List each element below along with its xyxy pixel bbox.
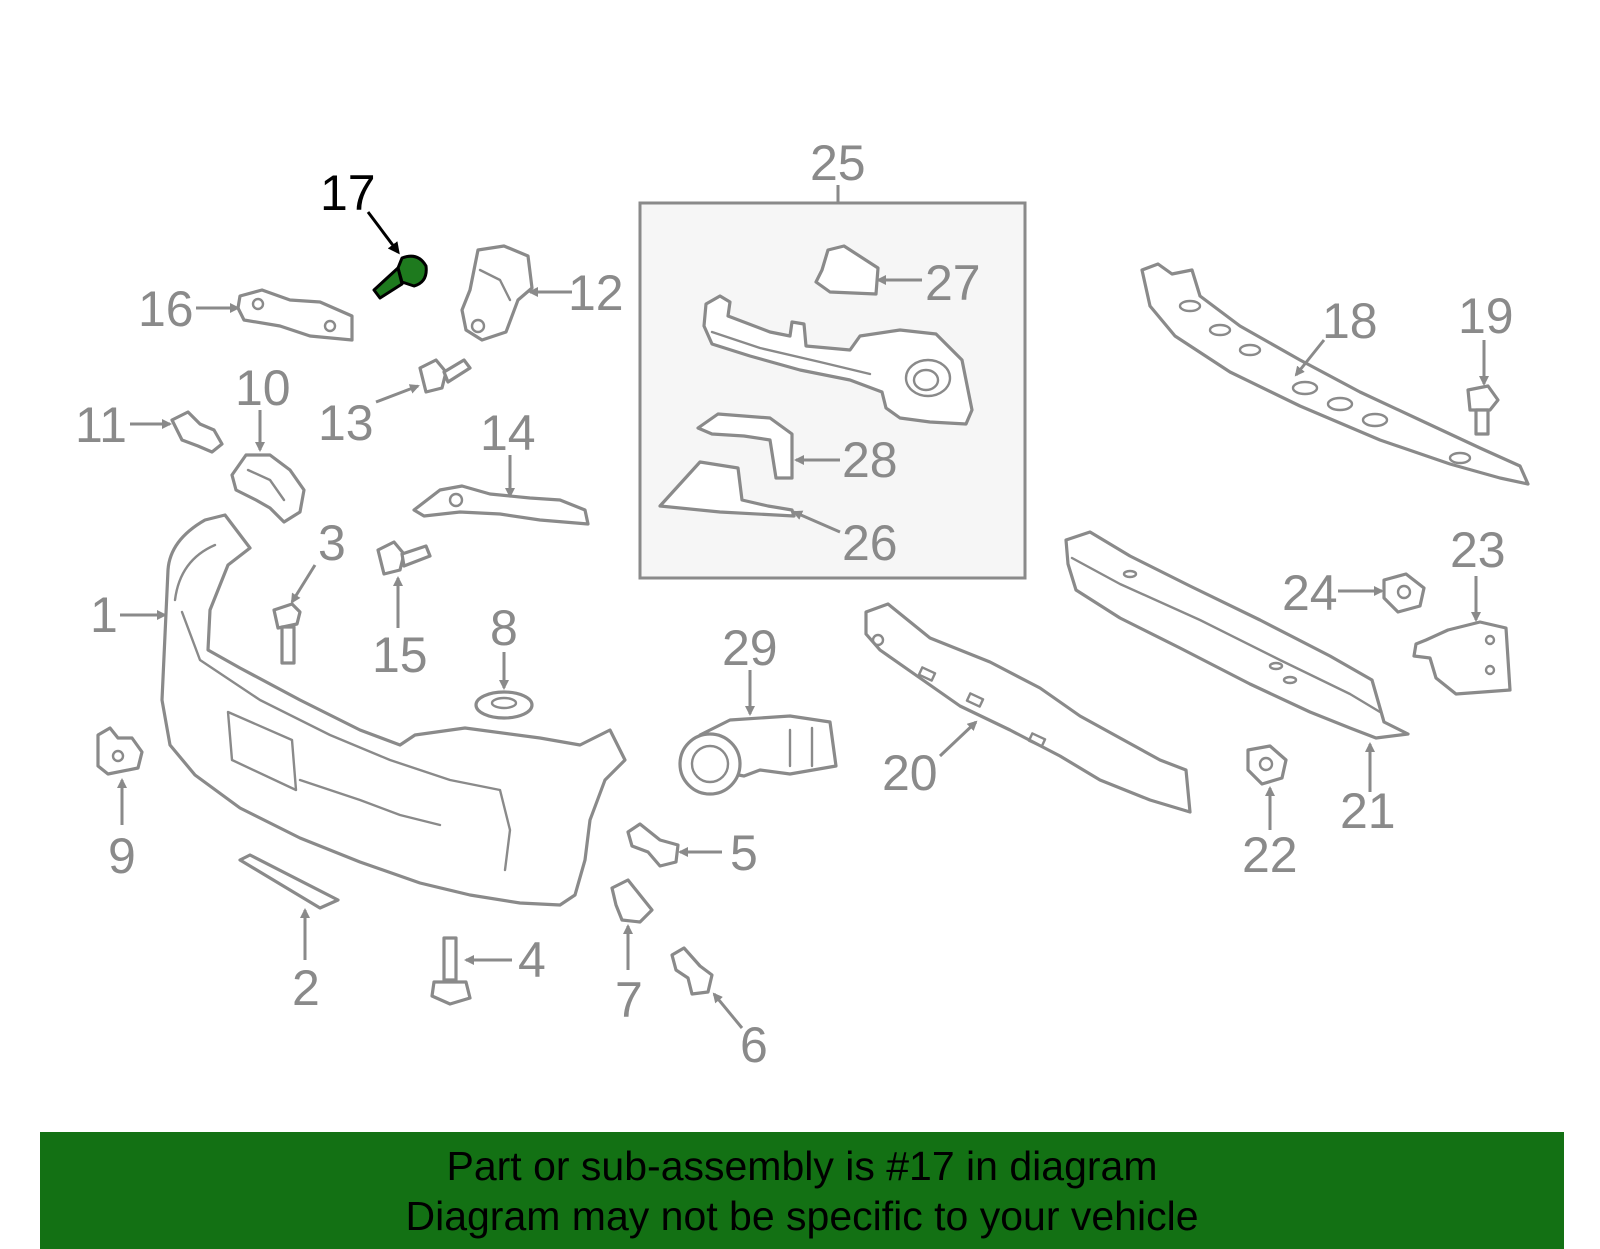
callout-6[interactable]: 6 (740, 1017, 768, 1073)
part-21-reinforcement-bar[interactable] (1064, 530, 1410, 740)
callout-2[interactable]: 2 (292, 960, 320, 1016)
part-6-clip[interactable] (670, 946, 714, 996)
part-15-bolt[interactable] (376, 540, 432, 576)
callout-18[interactable]: 18 (1322, 293, 1378, 349)
leader-17 (366, 211, 400, 255)
part-10-bracket[interactable] (230, 453, 306, 524)
part-28-bracket[interactable] (696, 412, 794, 480)
callout-14[interactable]: 14 (480, 405, 536, 461)
part-3-bolt[interactable] (272, 602, 302, 665)
callout-11[interactable]: 11 (75, 397, 127, 453)
callout-21[interactable]: 21 (1340, 783, 1396, 839)
banner-line-2: Diagram may not be specific to your vehi… (405, 1192, 1199, 1239)
part-11-clip[interactable] (170, 410, 224, 454)
part-8-grommet[interactable] (474, 690, 534, 720)
part-23-bracket[interactable] (1412, 620, 1512, 696)
callout-15[interactable]: 15 (372, 627, 428, 683)
leader-3 (290, 564, 317, 604)
part-25-lamp-bracket[interactable] (702, 294, 974, 426)
callout-9[interactable]: 9 (108, 828, 136, 884)
part-24-nut[interactable] (1382, 572, 1426, 614)
callout-20[interactable]: 20 (882, 745, 938, 801)
callout-8[interactable]: 8 (490, 600, 518, 656)
leader-13 (375, 384, 420, 404)
callout-3[interactable]: 3 (318, 515, 346, 571)
callout-29[interactable]: 29 (722, 620, 778, 676)
part-19-bolt[interactable] (1466, 384, 1500, 436)
part-9-bracket[interactable] (96, 726, 144, 776)
callout-7[interactable]: 7 (615, 972, 643, 1028)
callout-22[interactable]: 22 (1242, 827, 1298, 883)
part-18-reinforcement[interactable] (1140, 262, 1530, 486)
callout-1[interactable]: 1 (90, 587, 118, 643)
callout-12[interactable]: 12 (568, 265, 624, 321)
callout-27[interactable]: 27 (925, 255, 981, 311)
part-26-cover[interactable] (658, 460, 796, 518)
part-16-bracket[interactable] (236, 288, 354, 342)
callout-17[interactable]: 17 (320, 165, 376, 221)
part-7-retainer[interactable] (610, 878, 654, 924)
part-4-stud-bolt[interactable] (430, 936, 472, 1006)
part-12-bracket[interactable] (460, 244, 534, 342)
callout-5[interactable]: 5 (730, 825, 758, 881)
leader-18 (1294, 339, 1326, 377)
callout-25[interactable]: 25 (810, 135, 866, 191)
part-1-bumper-cover[interactable] (160, 513, 627, 907)
callout-16[interactable]: 16 (138, 281, 194, 337)
part-5-clip[interactable] (626, 822, 680, 868)
leader-26 (792, 510, 841, 534)
part-22-nut[interactable] (1246, 744, 1288, 786)
part-27-bracket[interactable] (814, 244, 880, 296)
callout-4[interactable]: 4 (518, 932, 546, 988)
info-banner: Part or sub-assembly is #17 in diagram D… (40, 1132, 1564, 1249)
callout-24[interactable]: 24 (1282, 565, 1338, 621)
leader-20 (938, 720, 978, 758)
callout-26[interactable]: 26 (842, 515, 898, 571)
leader-6 (712, 992, 744, 1029)
callout-10[interactable]: 10 (235, 360, 291, 416)
part-14-bracket[interactable] (412, 484, 590, 526)
part-20-absorber[interactable] (864, 602, 1192, 814)
part-17-bolt-highlighted[interactable] (372, 254, 428, 300)
callout-23[interactable]: 23 (1450, 522, 1506, 578)
part-13-bolt[interactable] (418, 358, 472, 394)
callout-13[interactable]: 13 (318, 395, 374, 451)
callout-19[interactable]: 19 (1458, 288, 1514, 344)
part-29-parking-sensor[interactable] (678, 714, 838, 796)
banner-line-1: Part or sub-assembly is #17 in diagram (446, 1142, 1158, 1189)
callout-28[interactable]: 28 (842, 432, 898, 488)
part-2-reflector-strip[interactable] (238, 853, 340, 910)
